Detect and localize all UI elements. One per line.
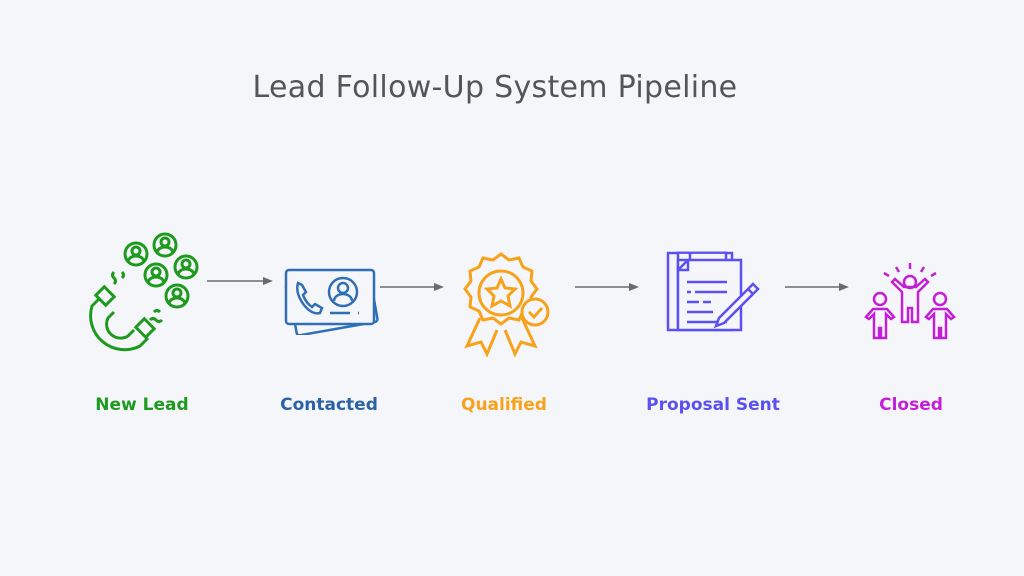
award-badge-check-icon: [463, 252, 550, 358]
arrow-right-icon: [380, 283, 444, 291]
celebrating-people-icon: [864, 263, 956, 340]
arrow-right-icon: [207, 277, 273, 285]
contact-card-icon: [284, 268, 379, 335]
arrow-right-icon: [785, 283, 849, 291]
stage-label-new-lead: New Lead: [95, 395, 189, 415]
stage-label-proposal-sent: Proposal Sent: [646, 395, 780, 415]
page-title: Lead Follow-Up System Pipeline: [252, 70, 738, 105]
arrow-right-icon: [575, 283, 639, 291]
stage-label-contacted: Contacted: [280, 395, 378, 415]
document-pen-icon: [666, 251, 760, 332]
stage-label-qualified: Qualified: [461, 395, 547, 415]
stage-label-closed: Closed: [879, 395, 943, 415]
magnet-attracting-people-icon: [89, 232, 199, 352]
